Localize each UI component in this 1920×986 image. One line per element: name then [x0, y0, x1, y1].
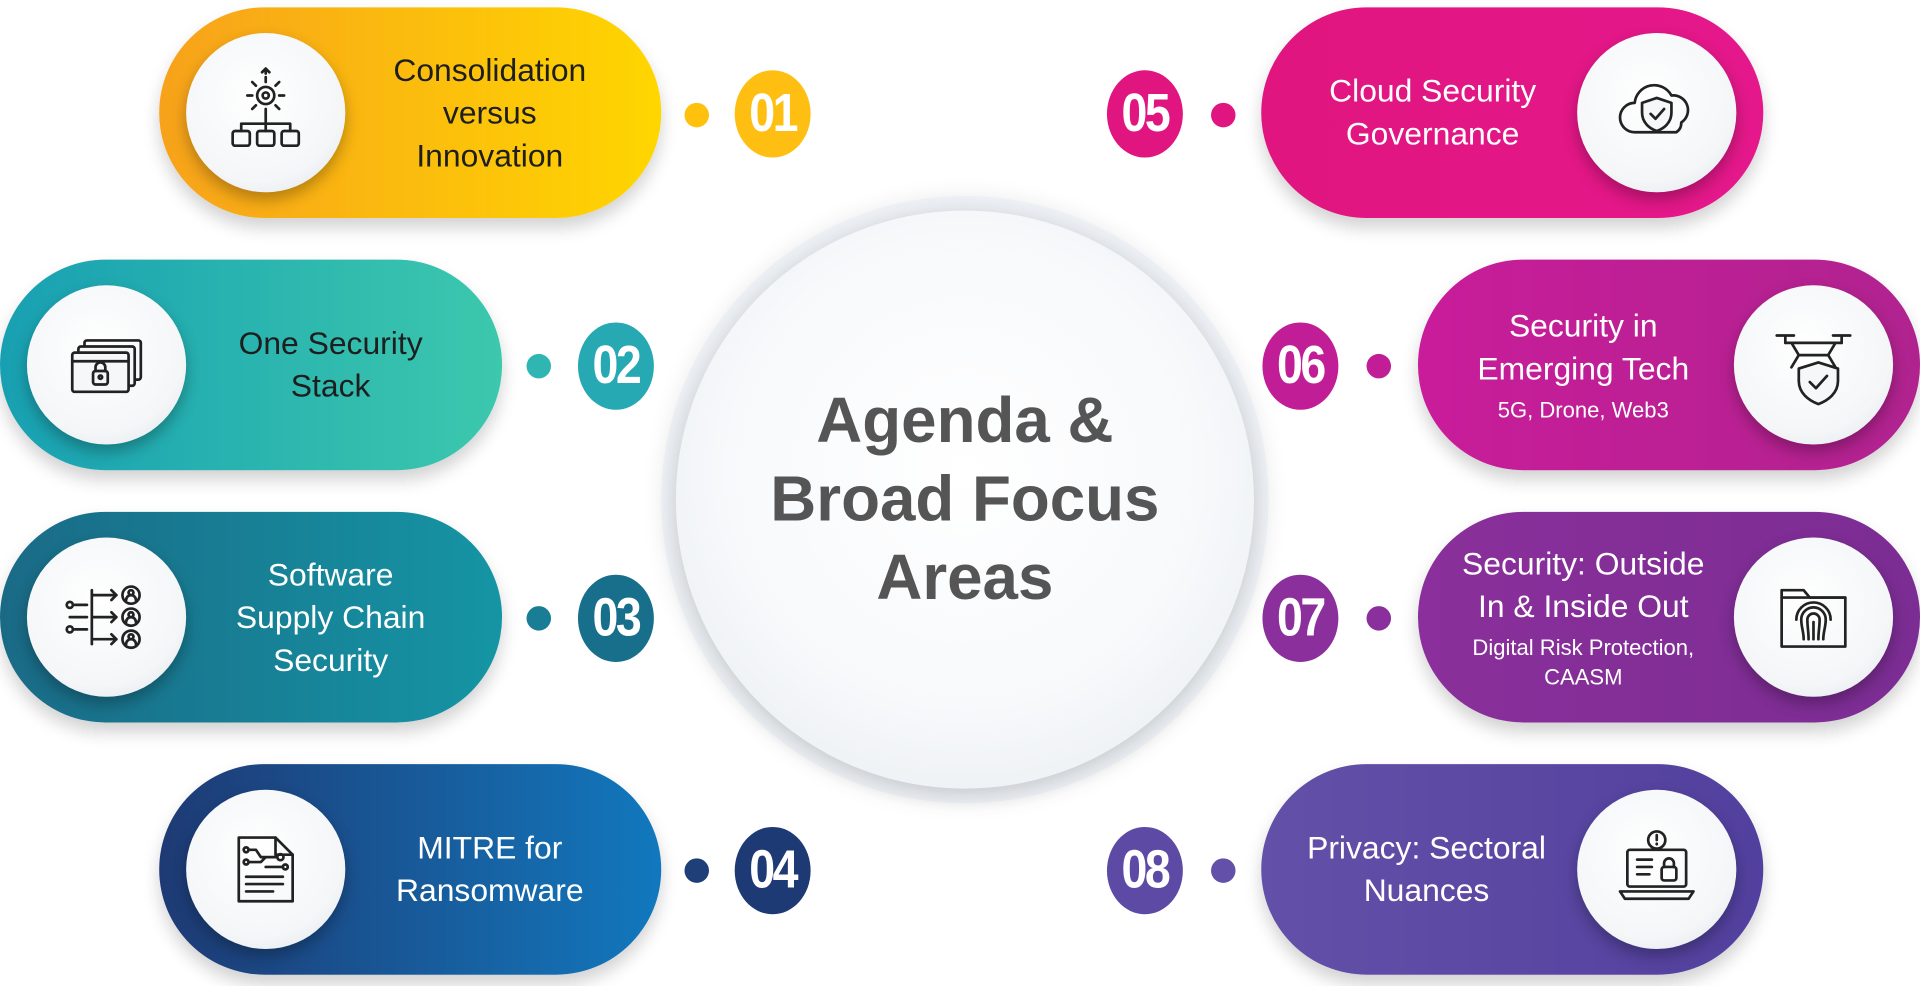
focus-area-title: Privacy: Sectoral Nuances [1307, 828, 1546, 909]
center-circle [675, 210, 1254, 789]
center-title: Agenda & Broad Focus Areas [770, 385, 1160, 614]
focus-area-pill-08: Privacy: Sectoral Nuances [1261, 764, 1764, 975]
fingerprint-folder-icon [1733, 537, 1894, 697]
focus-area-subtitle: 5G, Drone, Web3 [1497, 397, 1669, 423]
workflow-gear-icon [186, 33, 346, 193]
number-badge-01: 01 [734, 70, 811, 158]
focus-area-pill-07: Security: Outside In & Inside Out Digita… [1417, 511, 1920, 723]
focus-area-title: MITRE for Ransomware [396, 828, 584, 909]
drone-shield-icon [1733, 285, 1894, 445]
laptop-privacy-icon [1577, 789, 1737, 949]
focus-area-pill-03: Software Supply Chain Security [0, 511, 503, 723]
number-badge-08: 08 [1106, 826, 1183, 915]
focus-area-title: Software Supply Chain Security [235, 555, 426, 678]
connector-dot [526, 606, 552, 631]
connector-dot [684, 102, 709, 128]
focus-area-pill-02: One Security Stack [0, 259, 503, 471]
number-badge-04: 04 [734, 826, 811, 915]
connector-dot [1366, 353, 1392, 379]
focus-area-pill-01: Consolidation versus Innovation [159, 7, 662, 218]
focus-area-title: One Security Stack [238, 324, 423, 405]
focus-area-title: Consolidation versus Innovation [393, 50, 587, 174]
cloud-shield-icon [1577, 33, 1737, 193]
connector-dot [526, 353, 552, 379]
number-badge-07: 07 [1262, 574, 1339, 663]
connector-dot [1211, 858, 1236, 883]
document-circuit-icon [186, 789, 346, 949]
connector-dot [1211, 102, 1236, 128]
connector-dot [1366, 606, 1392, 631]
focus-area-title: Security: Outside In & Inside Out [1462, 544, 1705, 625]
number-badge-03: 03 [577, 574, 654, 663]
connector-dot [684, 858, 709, 883]
focus-area-pill-06: Security in Emerging Tech 5G, Drone, Web… [1417, 259, 1920, 471]
focus-area-pill-04: MITRE for Ransomware [159, 764, 662, 975]
focus-area-pill-05: Cloud Security Governance [1261, 7, 1764, 218]
focus-area-title: Cloud Security Governance [1329, 72, 1537, 152]
number-badge-05: 05 [1106, 70, 1183, 158]
security-stack-lock-icon [26, 285, 187, 445]
focus-area-title: Security in Emerging Tech [1477, 307, 1690, 387]
focus-area-subtitle: Digital Risk Protection, CAASM [1472, 635, 1695, 690]
number-badge-02: 02 [577, 322, 654, 410]
supply-chain-icon [26, 537, 187, 697]
number-badge-06: 06 [1262, 322, 1339, 410]
